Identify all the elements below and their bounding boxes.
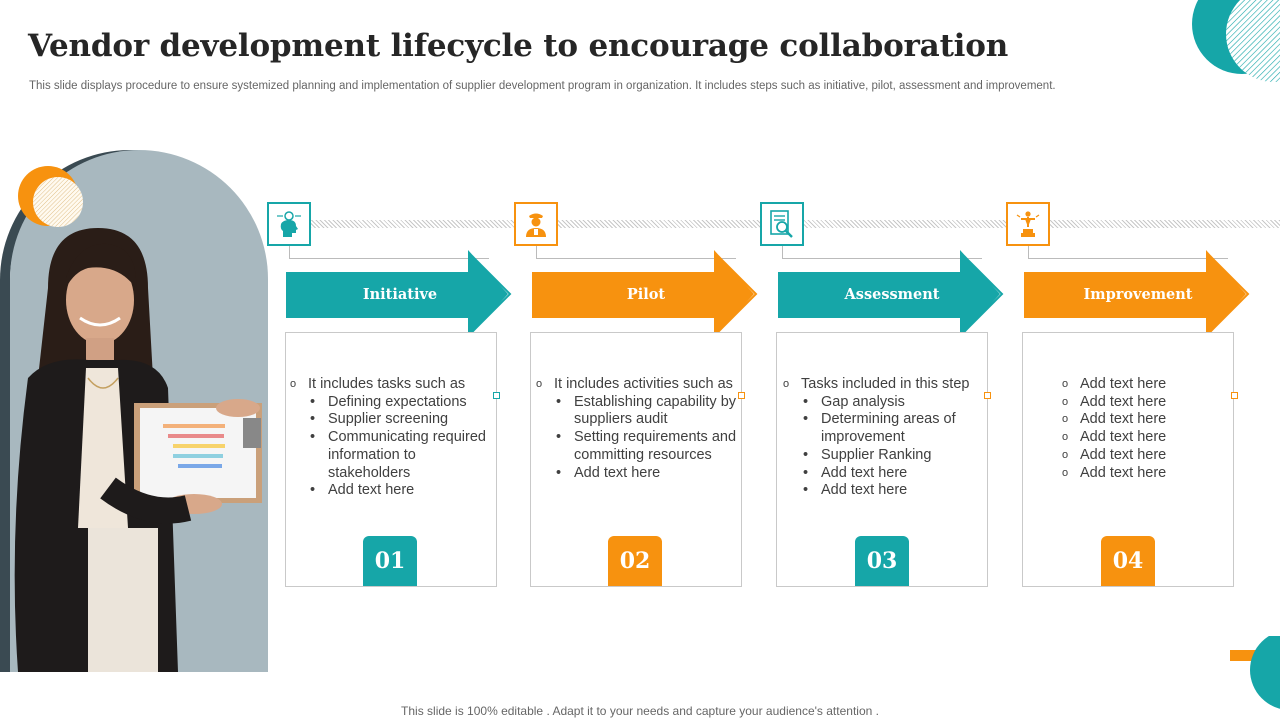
step-3-connector <box>782 246 783 258</box>
step-4-text: Add text here Add text here Add text her… <box>1062 376 1222 482</box>
step-3-bullet: Gap analysis <box>783 394 983 412</box>
step-3-card-dot <box>984 392 991 399</box>
step-1-label: Initiative <box>362 286 438 303</box>
step-2-connector-line <box>536 258 736 259</box>
step-1-connector-line <box>289 258 489 259</box>
step-1-bullet: Add text here <box>290 482 490 500</box>
step-4-item: Add text here <box>1062 394 1222 412</box>
corner-decoration-bottom-right <box>1230 636 1280 709</box>
step-3-bullet: Supplier Ranking <box>783 447 983 465</box>
step-2-bullet: Add text here <box>536 465 736 483</box>
step-3-bullet: Determining areas of improvement <box>783 411 983 446</box>
step-3-connector-line <box>782 258 982 259</box>
step-1-bullet: Defining expectations <box>290 394 490 412</box>
step-1-connector <box>289 246 290 258</box>
step-4-number: 04 <box>1101 536 1155 586</box>
step-1-arrow <box>286 250 512 338</box>
step-4-icon-box <box>1006 202 1050 246</box>
step-3-arrow <box>778 250 1004 338</box>
step-4-label: Improvement <box>1083 286 1193 303</box>
step-1-intro: It includes tasks such as <box>290 376 490 394</box>
step-3-bullet: Add text here <box>783 465 983 483</box>
step-1-bullet: Supplier screening <box>290 411 490 429</box>
step-4-connector <box>1028 246 1029 258</box>
step-3-text: Tasks included in this step Gap analysis… <box>783 376 983 500</box>
head-gear-icon <box>277 211 301 237</box>
step-4-card-dot <box>1231 392 1238 399</box>
step-1-bullet: Communicating required information to st… <box>290 429 490 482</box>
step-2-text: It includes activities such as Establish… <box>536 376 736 482</box>
step-4-item: Add text here <box>1062 429 1222 447</box>
step-1-card-dot <box>493 392 500 399</box>
step-2-number: 02 <box>608 536 662 586</box>
step-3-bullet: Add text here <box>783 482 983 500</box>
corner-decoration-top-right <box>1192 0 1280 82</box>
footer-note: This slide is 100% editable . Adapt it t… <box>401 704 879 718</box>
step-4-arrow <box>1024 250 1250 338</box>
step-2-bullet: Establishing capability by suppliers aud… <box>536 394 736 429</box>
step-3-intro: Tasks included in this step <box>783 376 983 394</box>
page-subtitle: This slide displays procedure to ensure … <box>29 80 1056 92</box>
step-3-label: Assessment <box>844 286 940 303</box>
decorative-circle <box>18 166 83 227</box>
step-2-icon-box <box>514 202 558 246</box>
woman-holding-clipboard-image <box>14 228 262 672</box>
step-2-bullet: Setting requirements and committing reso… <box>536 429 736 464</box>
step-4-item: Add text here <box>1062 376 1222 394</box>
page-title: Vendor development lifecycle to encourag… <box>28 28 1009 64</box>
step-4-item: Add text here <box>1062 465 1222 483</box>
trophy-person-icon <box>1016 211 1040 237</box>
step-2-label: Pilot <box>626 286 666 303</box>
step-2-card-dot <box>738 392 745 399</box>
step-3-number: 03 <box>855 536 909 586</box>
document-search-icon <box>770 210 793 238</box>
step-1-icon-box <box>267 202 311 246</box>
step-2-intro: It includes activities such as <box>536 376 736 394</box>
pilot-icon <box>526 213 546 237</box>
step-1-text: It includes tasks such as Defining expec… <box>290 376 490 500</box>
step-2-arrow <box>532 250 758 338</box>
step-1-number: 01 <box>363 536 417 586</box>
step-4-item: Add text here <box>1062 411 1222 429</box>
step-3-icon-box <box>760 202 804 246</box>
step-4-connector-line <box>1028 258 1228 259</box>
step-4-item: Add text here <box>1062 447 1222 465</box>
step-2-connector <box>536 246 537 258</box>
